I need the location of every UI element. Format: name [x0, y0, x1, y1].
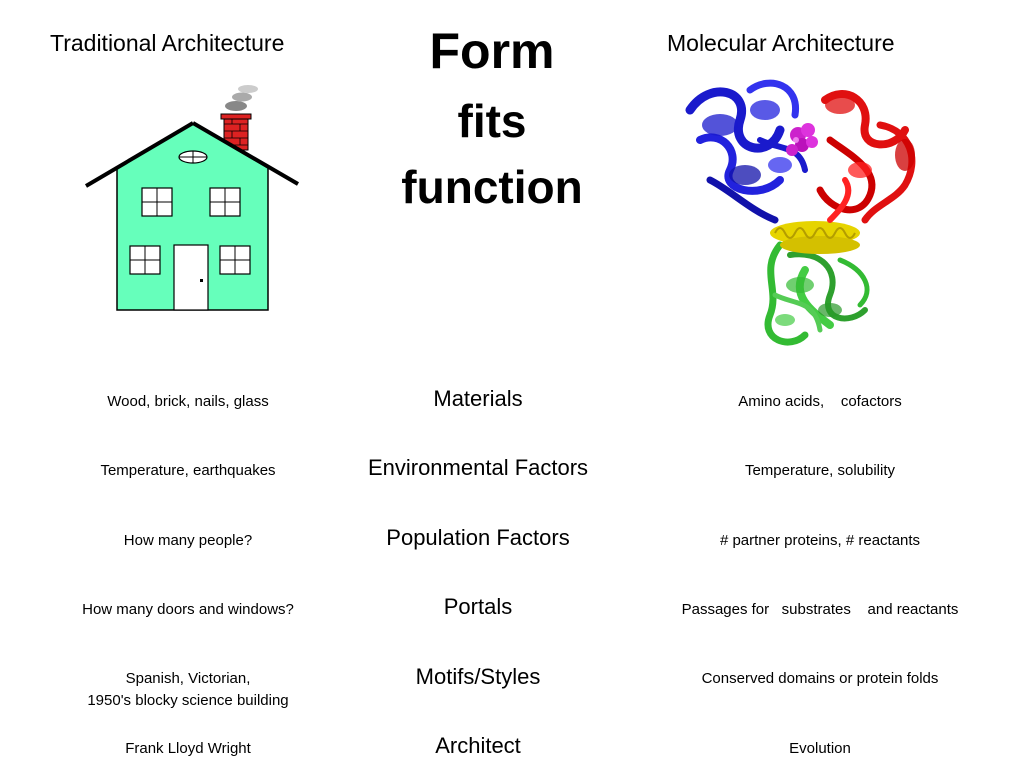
- row-population-label: Population Factors: [386, 525, 570, 550]
- window: [219, 245, 251, 275]
- row-portals-traditional: How many doors and windows?: [82, 601, 294, 618]
- house-icon: [84, 85, 300, 311]
- row-materials-molecular: Amino acids, cofactors: [738, 393, 902, 410]
- row-motifs-traditional-line2: 1950's blocky science building: [87, 692, 289, 709]
- heading-molecular-architecture: Molecular Architecture: [667, 30, 895, 56]
- row-architect-label: Architect: [435, 733, 521, 758]
- title-form: Form: [429, 23, 555, 79]
- window: [209, 187, 241, 217]
- window: [129, 245, 161, 275]
- door: [173, 244, 209, 311]
- title-function: function: [401, 161, 583, 213]
- row-motifs-molecular: Conserved domains or protein folds: [701, 670, 939, 687]
- row-motifs-label: Motifs/Styles: [415, 664, 541, 689]
- row-population-traditional: How many people?: [123, 532, 253, 549]
- row-population-molecular: # partner proteins, # reactants: [719, 532, 921, 549]
- protein-icon: [685, 79, 916, 346]
- window: [141, 187, 173, 217]
- heading-traditional-architecture: Traditional Architecture: [50, 30, 285, 56]
- row-motifs-traditional-line1: Spanish, Victorian,: [125, 670, 251, 687]
- protein-domain-green: [764, 241, 870, 346]
- protein-domain-blue: [685, 79, 808, 224]
- ligand-molecule: [786, 123, 818, 156]
- row-architect-traditional: Frank Lloyd Wright: [125, 740, 251, 757]
- row-portals-molecular: Passages for substrates and reactants: [681, 601, 959, 618]
- protein-domain-yellow: [770, 221, 860, 254]
- row-environmental-molecular: Temperature, solubility: [744, 462, 896, 479]
- roof-right: [191, 121, 300, 186]
- smoke-puff: [232, 92, 252, 102]
- smoke-puff: [238, 85, 258, 93]
- smoke-puff: [225, 101, 247, 111]
- protein-domain-red: [816, 90, 916, 224]
- row-environmental-traditional: Temperature, earthquakes: [100, 462, 276, 479]
- door-knob: [200, 279, 203, 282]
- row-environmental-label: Environmental Factors: [367, 455, 589, 480]
- row-materials-label: Materials: [433, 386, 523, 411]
- title-fits: fits: [457, 95, 527, 147]
- roof-left: [84, 121, 195, 188]
- row-architect-molecular: Evolution: [789, 740, 851, 757]
- row-materials-traditional: Wood, brick, nails, glass: [107, 393, 269, 410]
- row-portals-label: Portals: [443, 594, 513, 619]
